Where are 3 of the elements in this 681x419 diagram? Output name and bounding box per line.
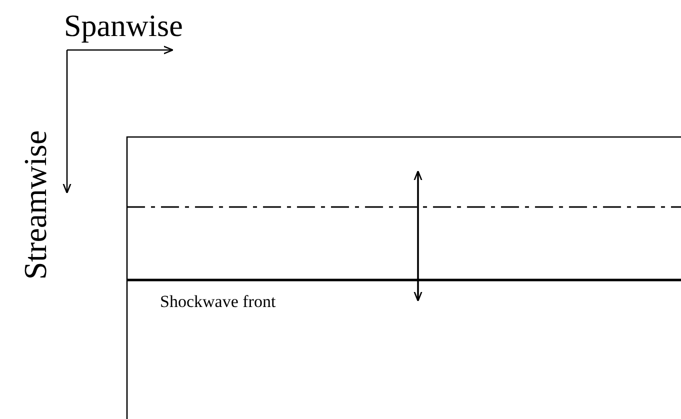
line-label: Shockwave front [160, 293, 276, 310]
axis-label: Streamwise [19, 130, 51, 280]
axis-label: Spanwise [64, 10, 183, 41]
